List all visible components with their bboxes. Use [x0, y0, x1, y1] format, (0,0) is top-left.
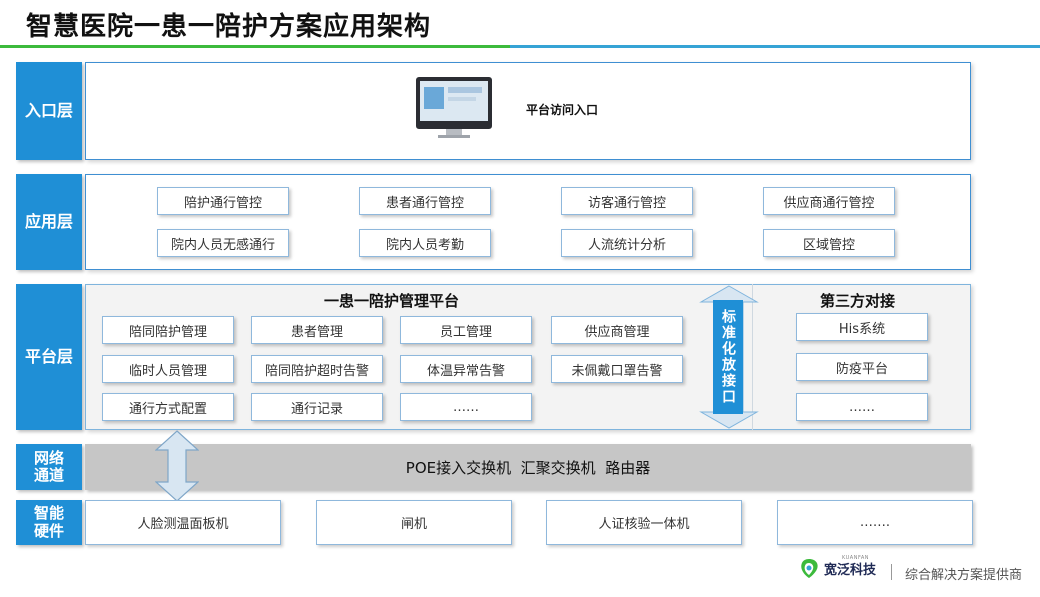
layer-label-platform: 平台层: [16, 284, 82, 430]
platform-item[interactable]: 陪同陪护超时告警: [251, 355, 383, 383]
entry-panel: 平台访问入口: [85, 62, 971, 160]
app-item[interactable]: 人流统计分析: [561, 229, 693, 257]
vertical-double-arrow-icon: [155, 430, 199, 502]
third-party-item[interactable]: ……: [796, 393, 928, 421]
third-party-panel: [752, 284, 971, 430]
brand-mark-icon: [801, 559, 818, 578]
platform-item[interactable]: 员工管理: [400, 316, 532, 344]
title-underline-green: [0, 45, 510, 48]
brand-name: 宽泛科技: [824, 562, 877, 578]
app-item[interactable]: 访客通行管控: [561, 187, 693, 215]
hardware-item[interactable]: 人证核验一体机: [546, 500, 742, 545]
hardware-item[interactable]: …….: [777, 500, 973, 545]
page-title: 智慧医院一患一陪护方案应用架构: [26, 12, 432, 42]
app-item[interactable]: 区域管控: [763, 229, 895, 257]
standard-interface-label: 标准化放接口: [713, 300, 743, 414]
app-item[interactable]: 陪护通行管控: [157, 187, 289, 215]
footer-separator: [891, 564, 892, 580]
platform-item[interactable]: 患者管理: [251, 316, 383, 344]
platform-item[interactable]: 通行记录: [251, 393, 383, 421]
platform-item[interactable]: 陪同陪护管理: [102, 316, 234, 344]
layer-label-app: 应用层: [16, 174, 82, 270]
platform-item[interactable]: 通行方式配置: [102, 393, 234, 421]
platform-item[interactable]: 未佩戴口罩告警: [551, 355, 683, 383]
third-party-item[interactable]: 防疫平台: [796, 353, 928, 381]
platform-item[interactable]: 供应商管理: [551, 316, 683, 344]
monitor-icon: [416, 77, 492, 139]
platform-item[interactable]: 临时人员管理: [102, 355, 234, 383]
platform-title: 一患一陪护管理平台: [324, 292, 460, 310]
title-underline-blue: [510, 45, 1040, 48]
app-item[interactable]: 患者通行管控: [359, 187, 491, 215]
platform-item[interactable]: ……: [400, 393, 532, 421]
layer-label-hardware: 智能 硬件: [16, 500, 82, 545]
network-bar: POE接入交换机 汇聚交换机 路由器: [85, 444, 971, 490]
third-party-item[interactable]: His系统: [796, 313, 928, 341]
hardware-item[interactable]: 人脸测温面板机: [85, 500, 281, 545]
brand-small-text: KUANFAN: [842, 555, 870, 561]
app-item[interactable]: 院内人员无感通行: [157, 229, 289, 257]
third-party-title: 第三方对接: [820, 292, 896, 310]
app-item[interactable]: 供应商通行管控: [763, 187, 895, 215]
app-item[interactable]: 院内人员考勤: [359, 229, 491, 257]
platform-item[interactable]: 体温异常告警: [400, 355, 532, 383]
brand-logo: 宽泛科技 KUANFAN: [798, 555, 877, 579]
hardware-item[interactable]: 闸机: [316, 500, 512, 545]
platform-entry-link[interactable]: 平台访问入口: [526, 103, 599, 117]
layer-label-entry: 入口层: [16, 62, 82, 160]
layer-label-network: 网络 通道: [16, 444, 82, 490]
footer-slogan: 综合解决方案提供商: [905, 568, 1023, 583]
